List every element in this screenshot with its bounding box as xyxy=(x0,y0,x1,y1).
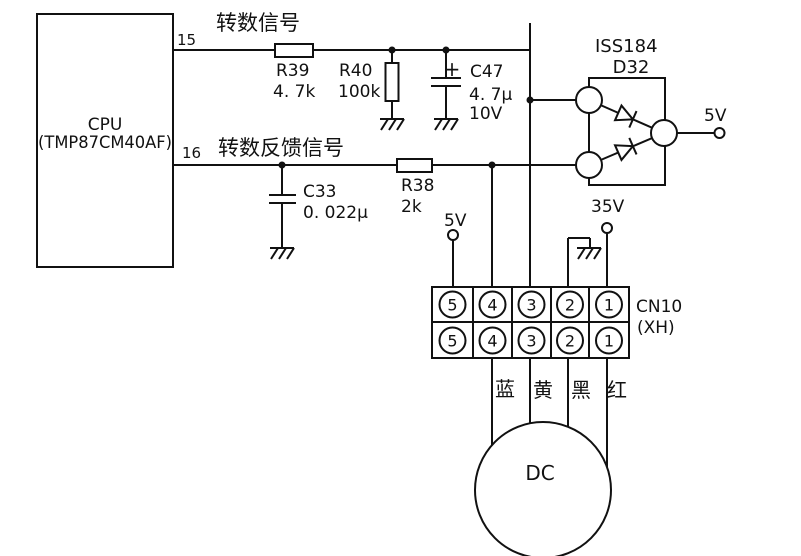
resistor-r40: R40 100k xyxy=(338,46,400,119)
d32-terminal-bottom-left xyxy=(575,151,603,179)
ground-symbol-r40 xyxy=(380,118,405,131)
c47-rating-label: 10V xyxy=(469,104,503,124)
d32-ref-label: D32 xyxy=(613,57,650,78)
pin-circle-bottom-5: 5 xyxy=(438,326,467,355)
terminal-5v-left: 5V xyxy=(444,211,467,287)
svg-text:1: 1 xyxy=(604,332,614,351)
svg-text:1: 1 xyxy=(604,296,614,315)
svg-text:3: 3 xyxy=(526,296,536,315)
pin-circle-bottom-4: 4 xyxy=(478,326,507,355)
cpu-title: CPU xyxy=(88,115,123,135)
r39-value-label: 4. 7k xyxy=(273,82,315,102)
speed-signal-label: 转数信号 xyxy=(216,11,300,35)
c47-value-label: 4. 7μ xyxy=(469,85,512,105)
wire-color-label-blue: 蓝 xyxy=(495,377,515,401)
pin-circle-bottom-1: 1 xyxy=(595,326,623,355)
resistor-r38: R38 2k xyxy=(396,158,434,217)
r38-value-label: 2k xyxy=(401,197,422,217)
pin-circle-top-5: 5 xyxy=(438,290,467,319)
junction-dot xyxy=(488,161,496,169)
d32-terminal-top-left xyxy=(575,86,603,114)
terminal-5v-right: 5V xyxy=(677,106,727,139)
wire-color-label-black: 黑 xyxy=(571,378,591,402)
terminal-circle xyxy=(713,127,726,139)
pin-16-label: 16 xyxy=(182,144,201,162)
svg-text:4: 4 xyxy=(487,296,497,315)
terminal-35v-label: 35V xyxy=(591,197,625,217)
r38-ref-label: R38 xyxy=(401,176,434,196)
pin-circle-top-4: 4 xyxy=(478,290,507,319)
connector-cn10: 5 4 3 2 1 5 4 3 xyxy=(431,286,682,359)
terminal-5v-left-label: 5V xyxy=(444,211,467,231)
svg-text:2: 2 xyxy=(565,296,575,315)
pin-circle-top-3: 3 xyxy=(517,290,546,319)
wire-color-label-yellow: 黄 xyxy=(533,378,553,402)
svg-text:5: 5 xyxy=(447,332,457,351)
motor-wires xyxy=(491,358,608,467)
ground-symbol-c33 xyxy=(270,247,295,260)
r40-ref-label: R40 xyxy=(339,61,372,81)
terminal-35v: 35V xyxy=(591,197,625,287)
svg-text:3: 3 xyxy=(526,332,536,351)
capacitor-c47: + C47 4. 7μ 10V xyxy=(431,46,512,124)
diode-lower-icon xyxy=(613,137,638,162)
pin-circle-top-1: 1 xyxy=(595,290,623,319)
svg-text:4: 4 xyxy=(487,332,497,351)
ground-symbol-pin2 xyxy=(577,247,602,260)
cpu-box: CPU (TMP87CM40AF) xyxy=(36,13,174,268)
diode-upper-icon xyxy=(613,103,638,128)
c47-plus-sign: + xyxy=(444,57,461,81)
terminal-circle xyxy=(447,229,459,241)
terminal-circle xyxy=(601,222,613,234)
c47-ref-label: C47 xyxy=(470,62,504,82)
wire-color-label-red: 红 xyxy=(607,378,627,402)
d32-terminal-right xyxy=(650,119,678,147)
svg-text:2: 2 xyxy=(565,332,575,351)
r39-ref-label: R39 xyxy=(276,61,309,81)
pin-circle-bottom-3: 3 xyxy=(517,326,546,355)
ground-branch-pin2 xyxy=(567,237,591,287)
pin-15-label: 15 xyxy=(177,31,196,49)
pin-circle-bottom-2: 2 xyxy=(556,326,584,355)
diode-array-d32: ISS184 D32 xyxy=(575,36,678,186)
connector-name-label: CN10 xyxy=(636,297,682,317)
r40-value-label: 100k xyxy=(338,82,380,102)
junction-dot xyxy=(526,96,534,104)
pin-circle-top-2: 2 xyxy=(556,290,584,319)
ground-symbol-c47 xyxy=(434,118,459,131)
terminal-5v-right-label: 5V xyxy=(704,106,727,126)
resistor-r39: R39 4. 7k xyxy=(273,43,315,102)
net-feedback-signal xyxy=(173,164,589,287)
c33-value-label: 0. 022μ xyxy=(303,203,368,223)
feedback-signal-label: 转数反馈信号 xyxy=(218,136,344,160)
c33-ref-label: C33 xyxy=(303,182,337,202)
capacitor-c33: C33 0. 022μ xyxy=(269,161,368,248)
cpu-part-number: (TMP87CM40AF) xyxy=(38,133,172,153)
motor-dc: DC xyxy=(474,421,612,556)
motor-label: DC xyxy=(525,461,554,485)
connector-type-label: (XH) xyxy=(637,318,675,338)
svg-text:5: 5 xyxy=(447,296,457,315)
d32-part-label: ISS184 xyxy=(595,36,658,57)
